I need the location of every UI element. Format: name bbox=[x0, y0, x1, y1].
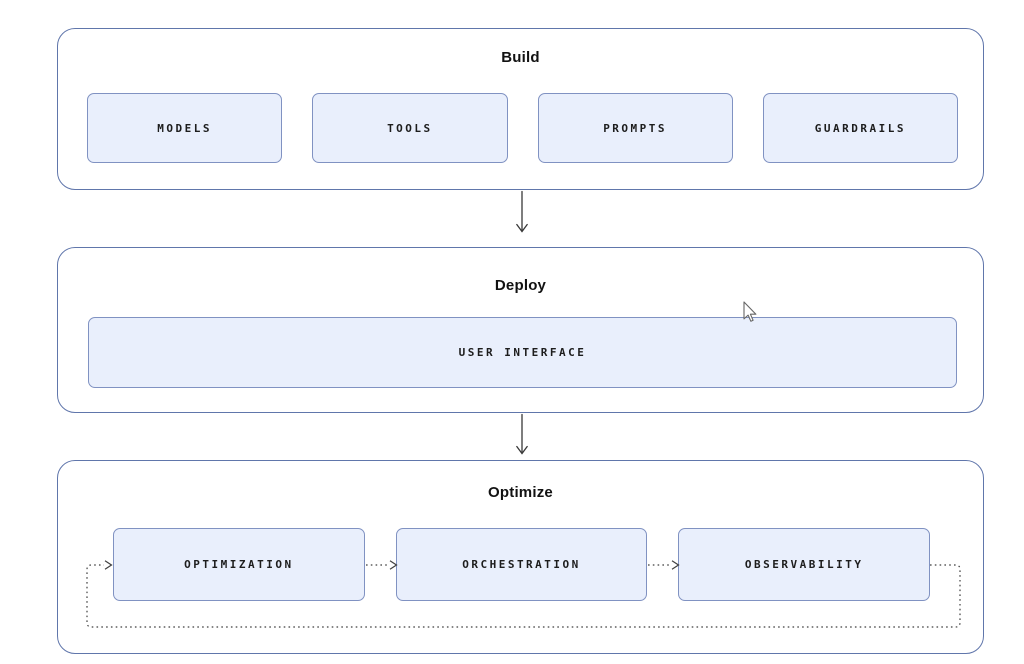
section-optimize: Optimize OPTIMIZATION ORCHESTRATION OBSE… bbox=[57, 460, 984, 654]
section-title-optimize: Optimize bbox=[488, 484, 553, 501]
node-guardrails-label: GUARDRAILS bbox=[814, 121, 906, 135]
node-observability-label: OBSERVABILITY bbox=[744, 558, 864, 571]
node-prompts-label: PROMPTS bbox=[603, 121, 668, 135]
arrow-deploy-to-optimize bbox=[516, 413, 528, 455]
section-title-build: Build bbox=[501, 49, 540, 66]
section-deploy: Deploy USER INTERFACE bbox=[57, 247, 984, 413]
build-nodes-row: MODELS TOOLS PROMPTS GUARDRAILS bbox=[87, 93, 958, 163]
node-guardrails: GUARDRAILS bbox=[762, 93, 958, 163]
node-optimization: OPTIMIZATION bbox=[113, 528, 365, 601]
arrow-build-to-deploy bbox=[516, 190, 528, 233]
node-models-label: MODELS bbox=[157, 121, 212, 135]
optimize-nodes-row: OPTIMIZATION ORCHESTRATION OBSERVABILITY bbox=[113, 528, 931, 601]
node-user-interface: USER INTERFACE bbox=[88, 317, 957, 388]
node-tools-label: TOOLS bbox=[387, 121, 433, 135]
node-orchestration-label: ORCHESTRATION bbox=[462, 558, 581, 571]
node-tools: TOOLS bbox=[312, 93, 508, 163]
node-models: MODELS bbox=[87, 93, 283, 163]
deploy-nodes-row: USER INTERFACE bbox=[88, 317, 957, 388]
section-build: Build MODELS TOOLS PROMPTS GUARDRAILS bbox=[57, 28, 984, 190]
section-title-deploy: Deploy bbox=[494, 277, 547, 294]
node-orchestration: ORCHESTRATION bbox=[395, 528, 648, 601]
node-optimization-label: OPTIMIZATION bbox=[184, 558, 294, 571]
node-user-interface-label: USER INTERFACE bbox=[458, 346, 587, 359]
node-prompts: PROMPTS bbox=[537, 93, 733, 163]
node-observability: OBSERVABILITY bbox=[678, 528, 931, 601]
